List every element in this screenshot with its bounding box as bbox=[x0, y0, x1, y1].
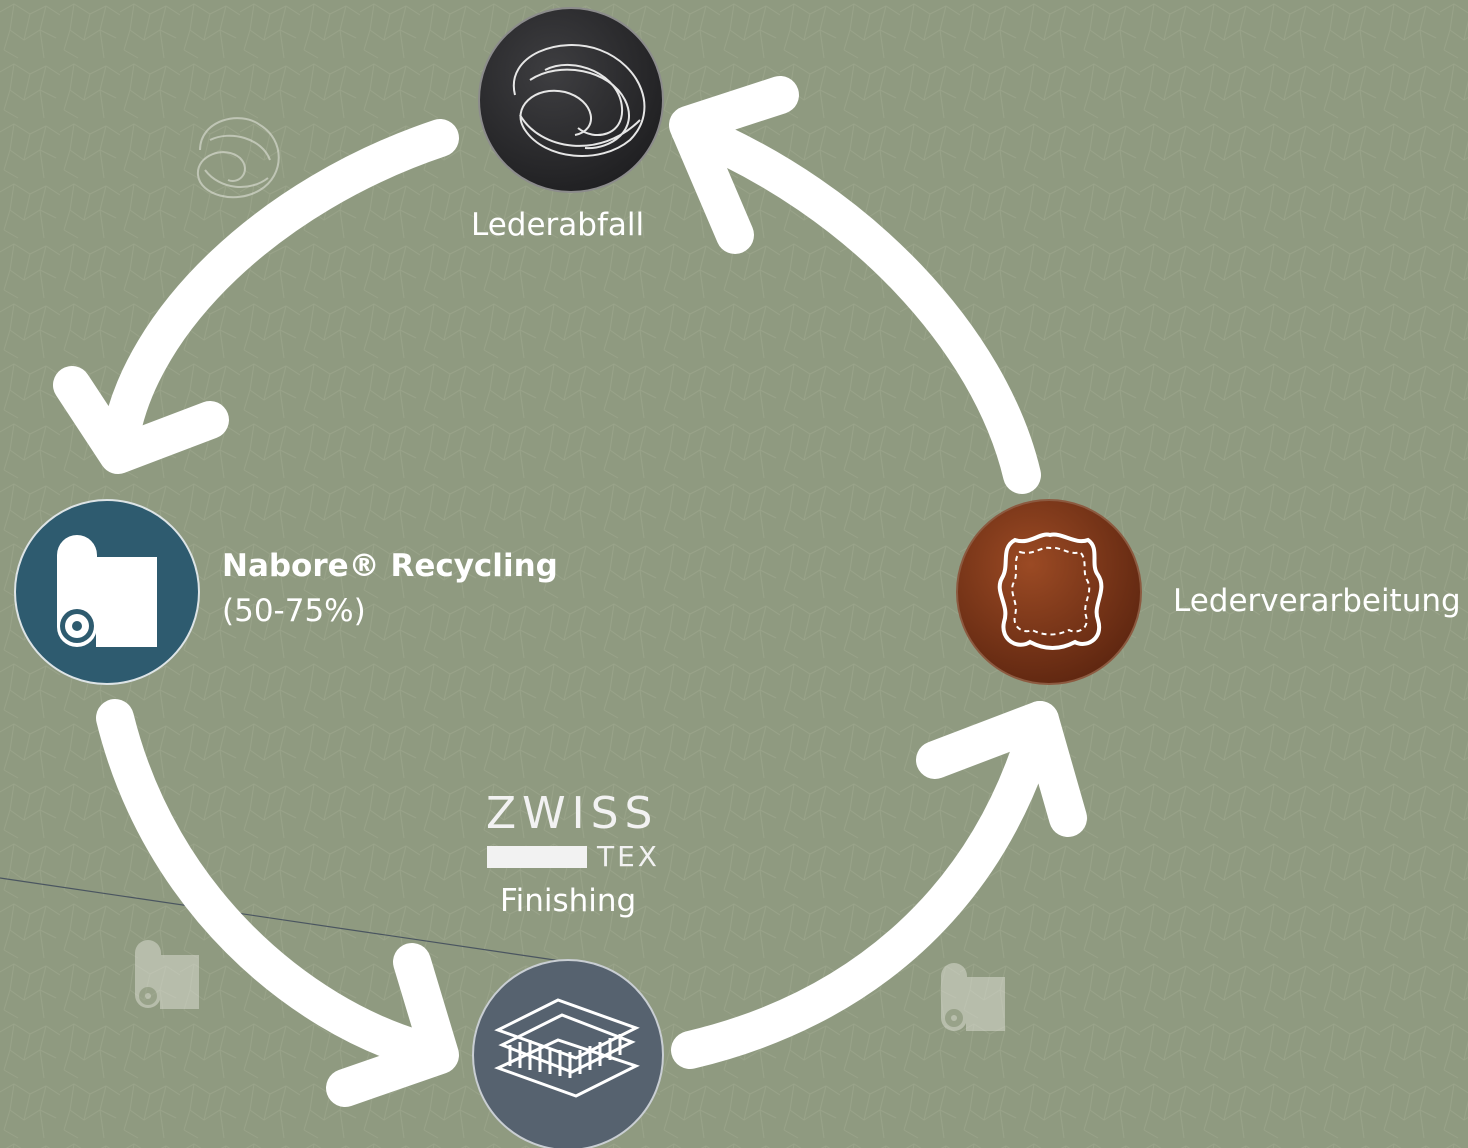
finishing-label: Finishing bbox=[500, 883, 637, 919]
layered-sheets-icon bbox=[494, 998, 640, 1098]
logo-line2: TEX bbox=[597, 840, 660, 873]
arrowhead-to-lederabfall bbox=[669, 76, 799, 254]
node-finishing bbox=[472, 959, 664, 1148]
arrowhead-to-lederverarbeitung bbox=[916, 701, 1087, 837]
leather-hide-icon bbox=[997, 532, 1104, 650]
faded-material-roll-icon-2 bbox=[941, 963, 1005, 1031]
cycle-arrows bbox=[53, 76, 1087, 1107]
faded-leather-scraps-icon bbox=[196, 117, 280, 199]
logo-bar bbox=[487, 846, 587, 868]
node-recycling bbox=[14, 499, 200, 685]
arrow-to-lederverarbeitung bbox=[671, 701, 1059, 1069]
recycling-subtitle: (50-75%) bbox=[222, 593, 366, 629]
arrow-to-recycling bbox=[101, 119, 459, 459]
material-roll-icon bbox=[57, 535, 157, 647]
lederverarbeitung-label: Lederverarbeitung bbox=[1173, 583, 1461, 619]
leather-scraps-icon bbox=[512, 44, 646, 157]
lederabfall-label: Lederabfall bbox=[471, 207, 645, 243]
arrowhead-to-finishing bbox=[326, 943, 459, 1107]
node-lederabfall bbox=[478, 7, 664, 193]
arrow-to-finishing bbox=[96, 699, 439, 1069]
arrowhead-to-recycling bbox=[53, 366, 229, 474]
guide-line bbox=[0, 877, 576, 964]
recycling-title: Nabore® Recycling bbox=[222, 548, 558, 584]
node-lederverarbeitung bbox=[956, 499, 1142, 685]
faded-material-roll-icon bbox=[135, 940, 199, 1009]
logo-line1: ZWISS bbox=[486, 788, 659, 839]
arrow-to-lederabfall bbox=[671, 111, 1041, 494]
